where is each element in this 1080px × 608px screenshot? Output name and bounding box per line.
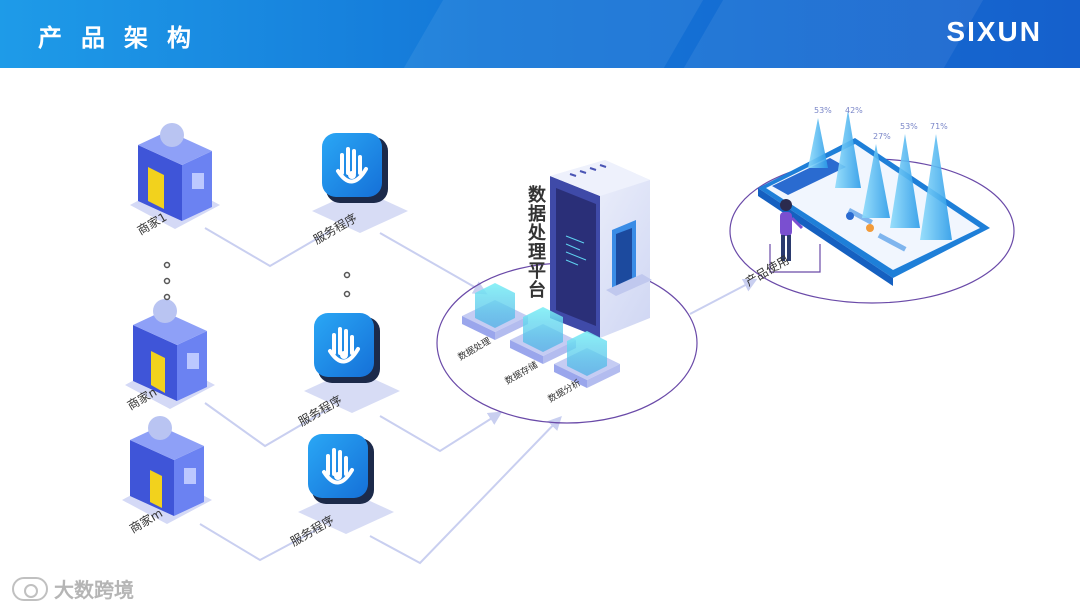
connector-platform-usage: [689, 278, 758, 315]
merchant-building-n: [125, 299, 215, 409]
cone-4: [890, 134, 920, 228]
data-cones: [808, 110, 952, 240]
header-bar: 产品架构 SIXUN: [0, 0, 1080, 68]
percent-label-2: 42%: [845, 106, 863, 115]
module-cube-analysis: [554, 331, 620, 388]
watermark-text: 大数跨境: [54, 578, 134, 602]
ellipsis-dots-middle: [343, 271, 351, 298]
architecture-diagram: [122, 110, 1015, 565]
watermark-logo-icon: [12, 576, 48, 601]
connector-servicen-platform: [379, 411, 503, 453]
connector-merchantm-servicem: [199, 523, 321, 562]
connector-servicem-platform: [369, 415, 562, 565]
page-title: 产品架构: [38, 24, 210, 52]
percent-label-4: 53%: [900, 122, 918, 131]
cone-2: [835, 110, 861, 188]
merchant-building-1: [130, 123, 220, 229]
person-figure: [780, 199, 804, 261]
connector-lines: [199, 227, 758, 565]
ellipsis-dots-left: [163, 261, 171, 301]
service-icon-n: [304, 313, 400, 413]
connector-merchantn-servicen: [204, 402, 331, 448]
cone-1: [808, 118, 828, 168]
watermark: 大数跨境: [12, 574, 134, 603]
cone-3: [862, 144, 890, 218]
percent-label-5: 71%: [930, 122, 948, 131]
module-cube-processing: [462, 283, 528, 340]
percent-label-3: 27%: [873, 132, 891, 141]
brand-logo: SIXUN: [946, 16, 1042, 47]
percent-label-1: 53%: [814, 106, 832, 115]
cone-5: [920, 134, 952, 240]
service-icon-1: [312, 133, 408, 233]
connector-service1-platform: [379, 232, 488, 295]
usage-base-line: [769, 244, 821, 273]
connector-merchant1-service1: [204, 227, 331, 268]
platform-title: 数据处理平台: [528, 185, 546, 301]
service-icon-m: [298, 434, 394, 534]
server-cabinet: [550, 160, 652, 338]
merchant-building-m: [122, 416, 212, 524]
